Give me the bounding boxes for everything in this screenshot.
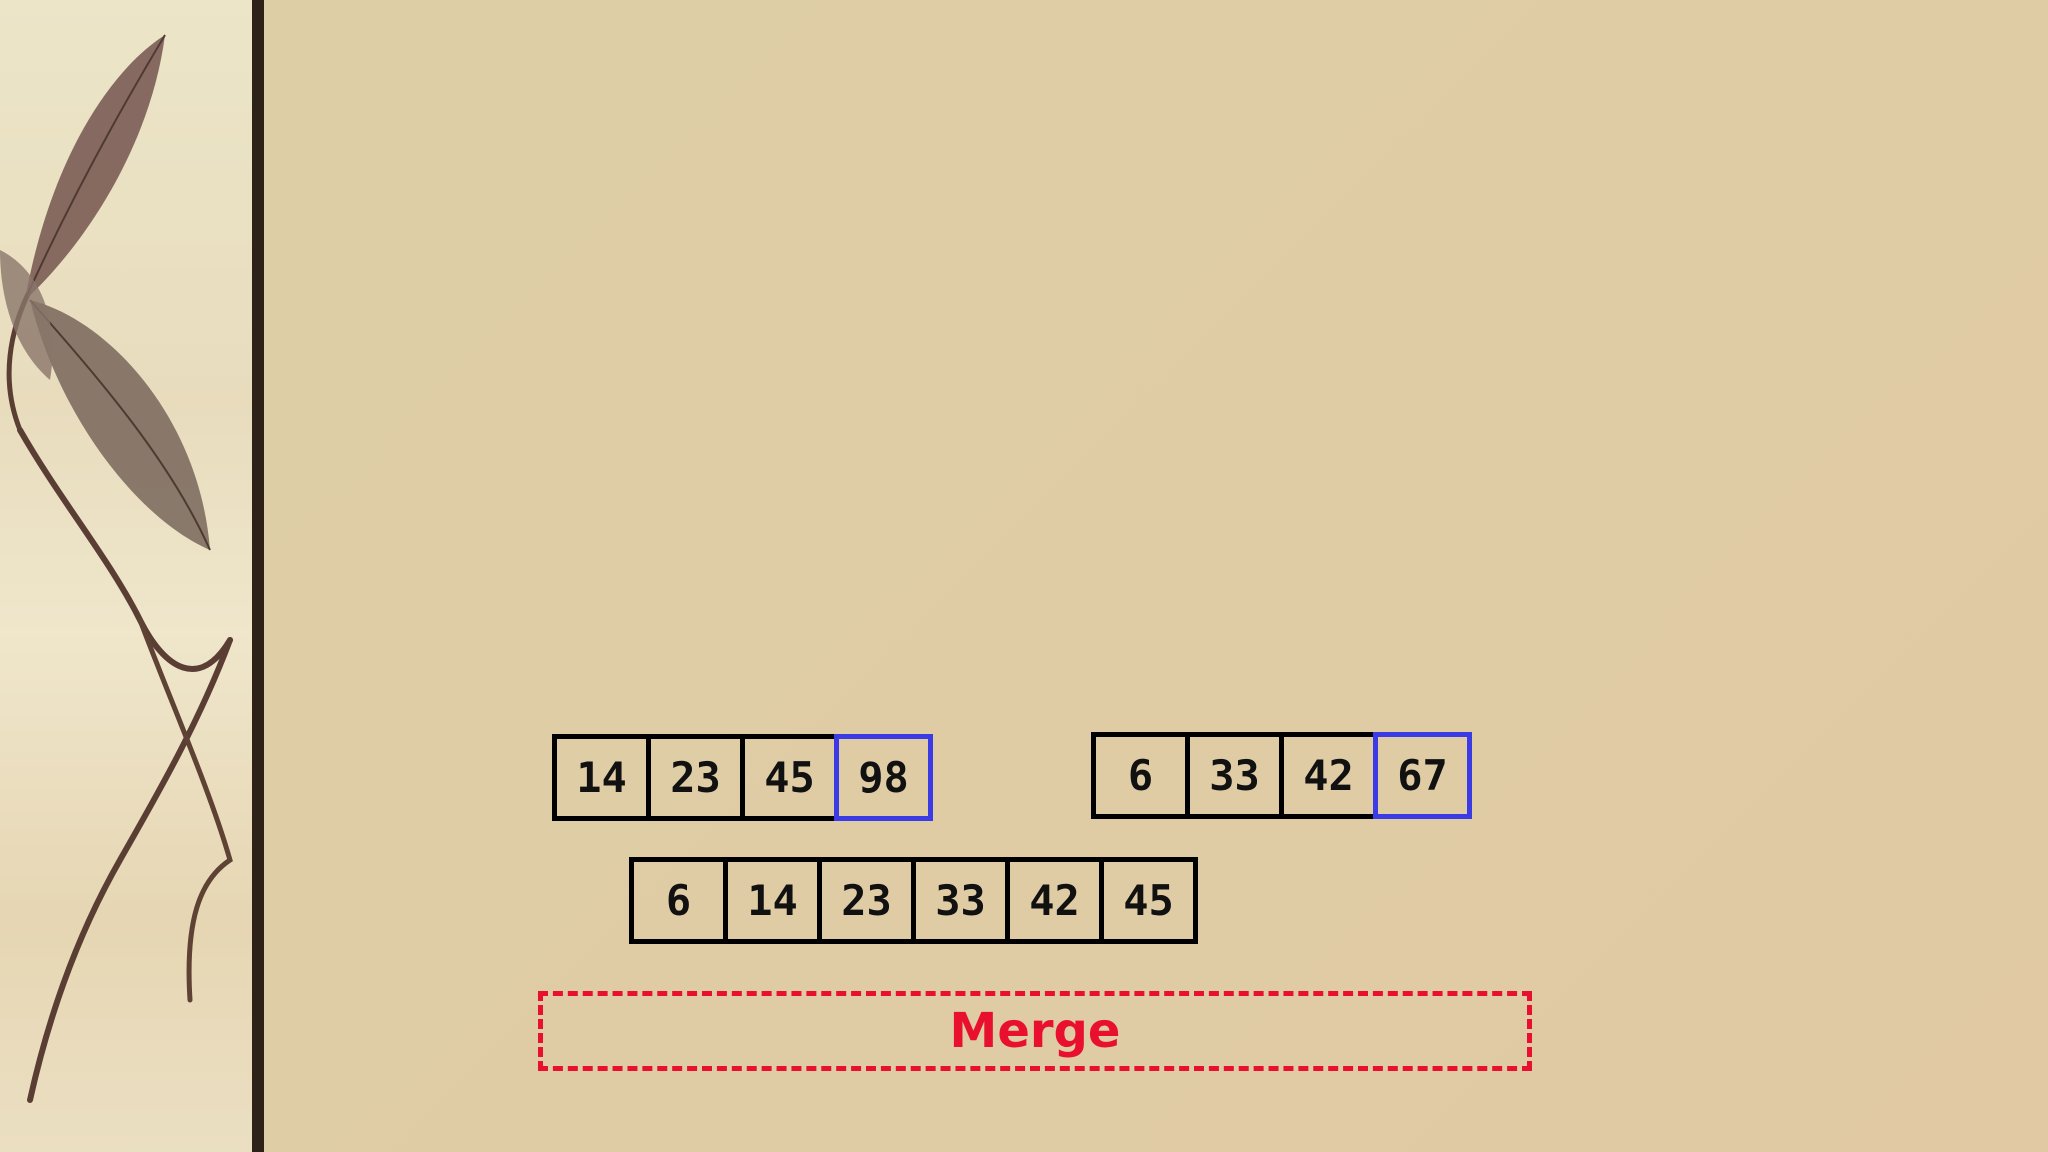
array-cell: 14 xyxy=(552,734,651,821)
array-cell: 23 xyxy=(817,857,916,944)
left-sorted-array: 14 23 45 98 xyxy=(552,734,933,821)
slide-background xyxy=(264,0,2048,1152)
array-cell: 33 xyxy=(911,857,1010,944)
merged-array: 6 14 23 33 42 45 xyxy=(629,857,1198,944)
array-cell: 42 xyxy=(1279,732,1378,819)
decorative-leaf-panel xyxy=(0,0,252,1152)
array-cell: 6 xyxy=(629,857,728,944)
right-sorted-array: 6 33 42 67 xyxy=(1091,732,1472,819)
array-cell-highlighted: 98 xyxy=(834,734,933,821)
array-cell: 23 xyxy=(646,734,745,821)
array-cell: 6 xyxy=(1091,732,1190,819)
array-cell: 14 xyxy=(723,857,822,944)
leaf-branch-icon xyxy=(0,34,233,1103)
merge-label-box: Merge xyxy=(538,991,1532,1071)
array-cell: 42 xyxy=(1005,857,1104,944)
array-cell: 45 xyxy=(740,734,839,821)
array-cell-highlighted: 67 xyxy=(1373,732,1472,819)
merge-label: Merge xyxy=(949,1003,1121,1059)
array-cell: 45 xyxy=(1099,857,1198,944)
array-cell: 33 xyxy=(1185,732,1284,819)
vertical-divider xyxy=(252,0,264,1152)
